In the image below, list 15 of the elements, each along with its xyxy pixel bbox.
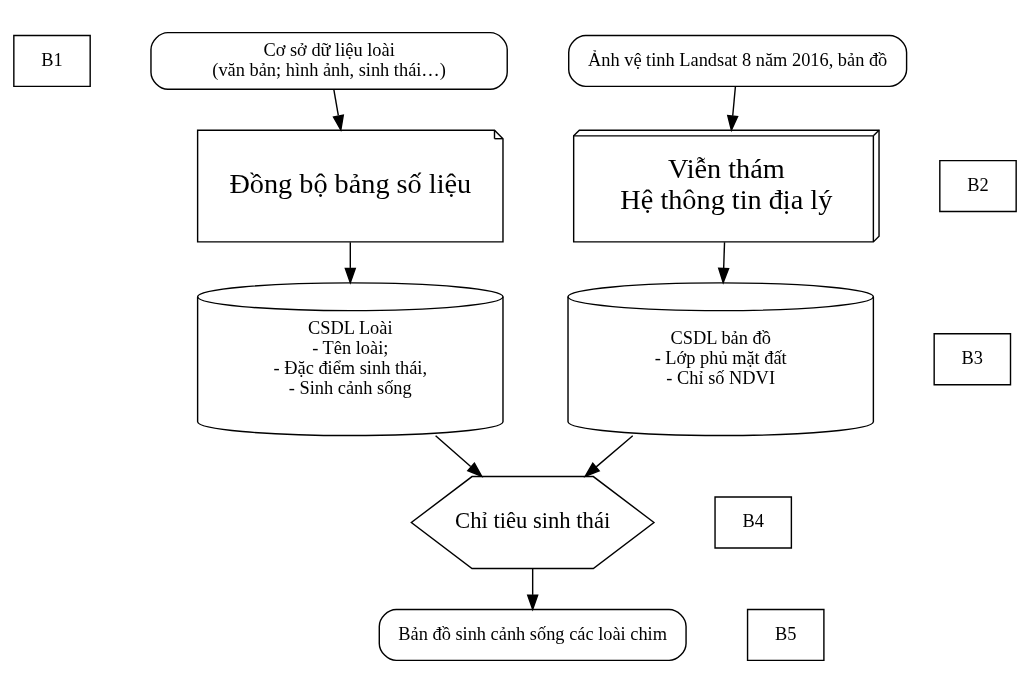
arrow bbox=[526, 567, 539, 611]
arrow bbox=[344, 241, 357, 285]
node-box: Bản đồ sinh cảnh sống các loài chim bbox=[378, 608, 687, 661]
arrow bbox=[726, 85, 739, 132]
arrow bbox=[434, 434, 484, 478]
node-box: Ảnh vệ tinh Landsat 8 năm 2016, bản đồ bbox=[568, 34, 908, 87]
arrow bbox=[717, 241, 730, 285]
node-box: B5 bbox=[746, 608, 825, 661]
arrow bbox=[583, 434, 634, 478]
arrow bbox=[332, 88, 345, 132]
node-box: B2 bbox=[939, 159, 1017, 212]
node-box: Cơ sở dữ liệu loài (văn bản; hình ảnh, sinh thái…) bbox=[150, 31, 508, 90]
node-box: B3 bbox=[933, 332, 1012, 385]
node-box: B4 bbox=[714, 495, 793, 549]
node-box: B1 bbox=[13, 34, 91, 87]
